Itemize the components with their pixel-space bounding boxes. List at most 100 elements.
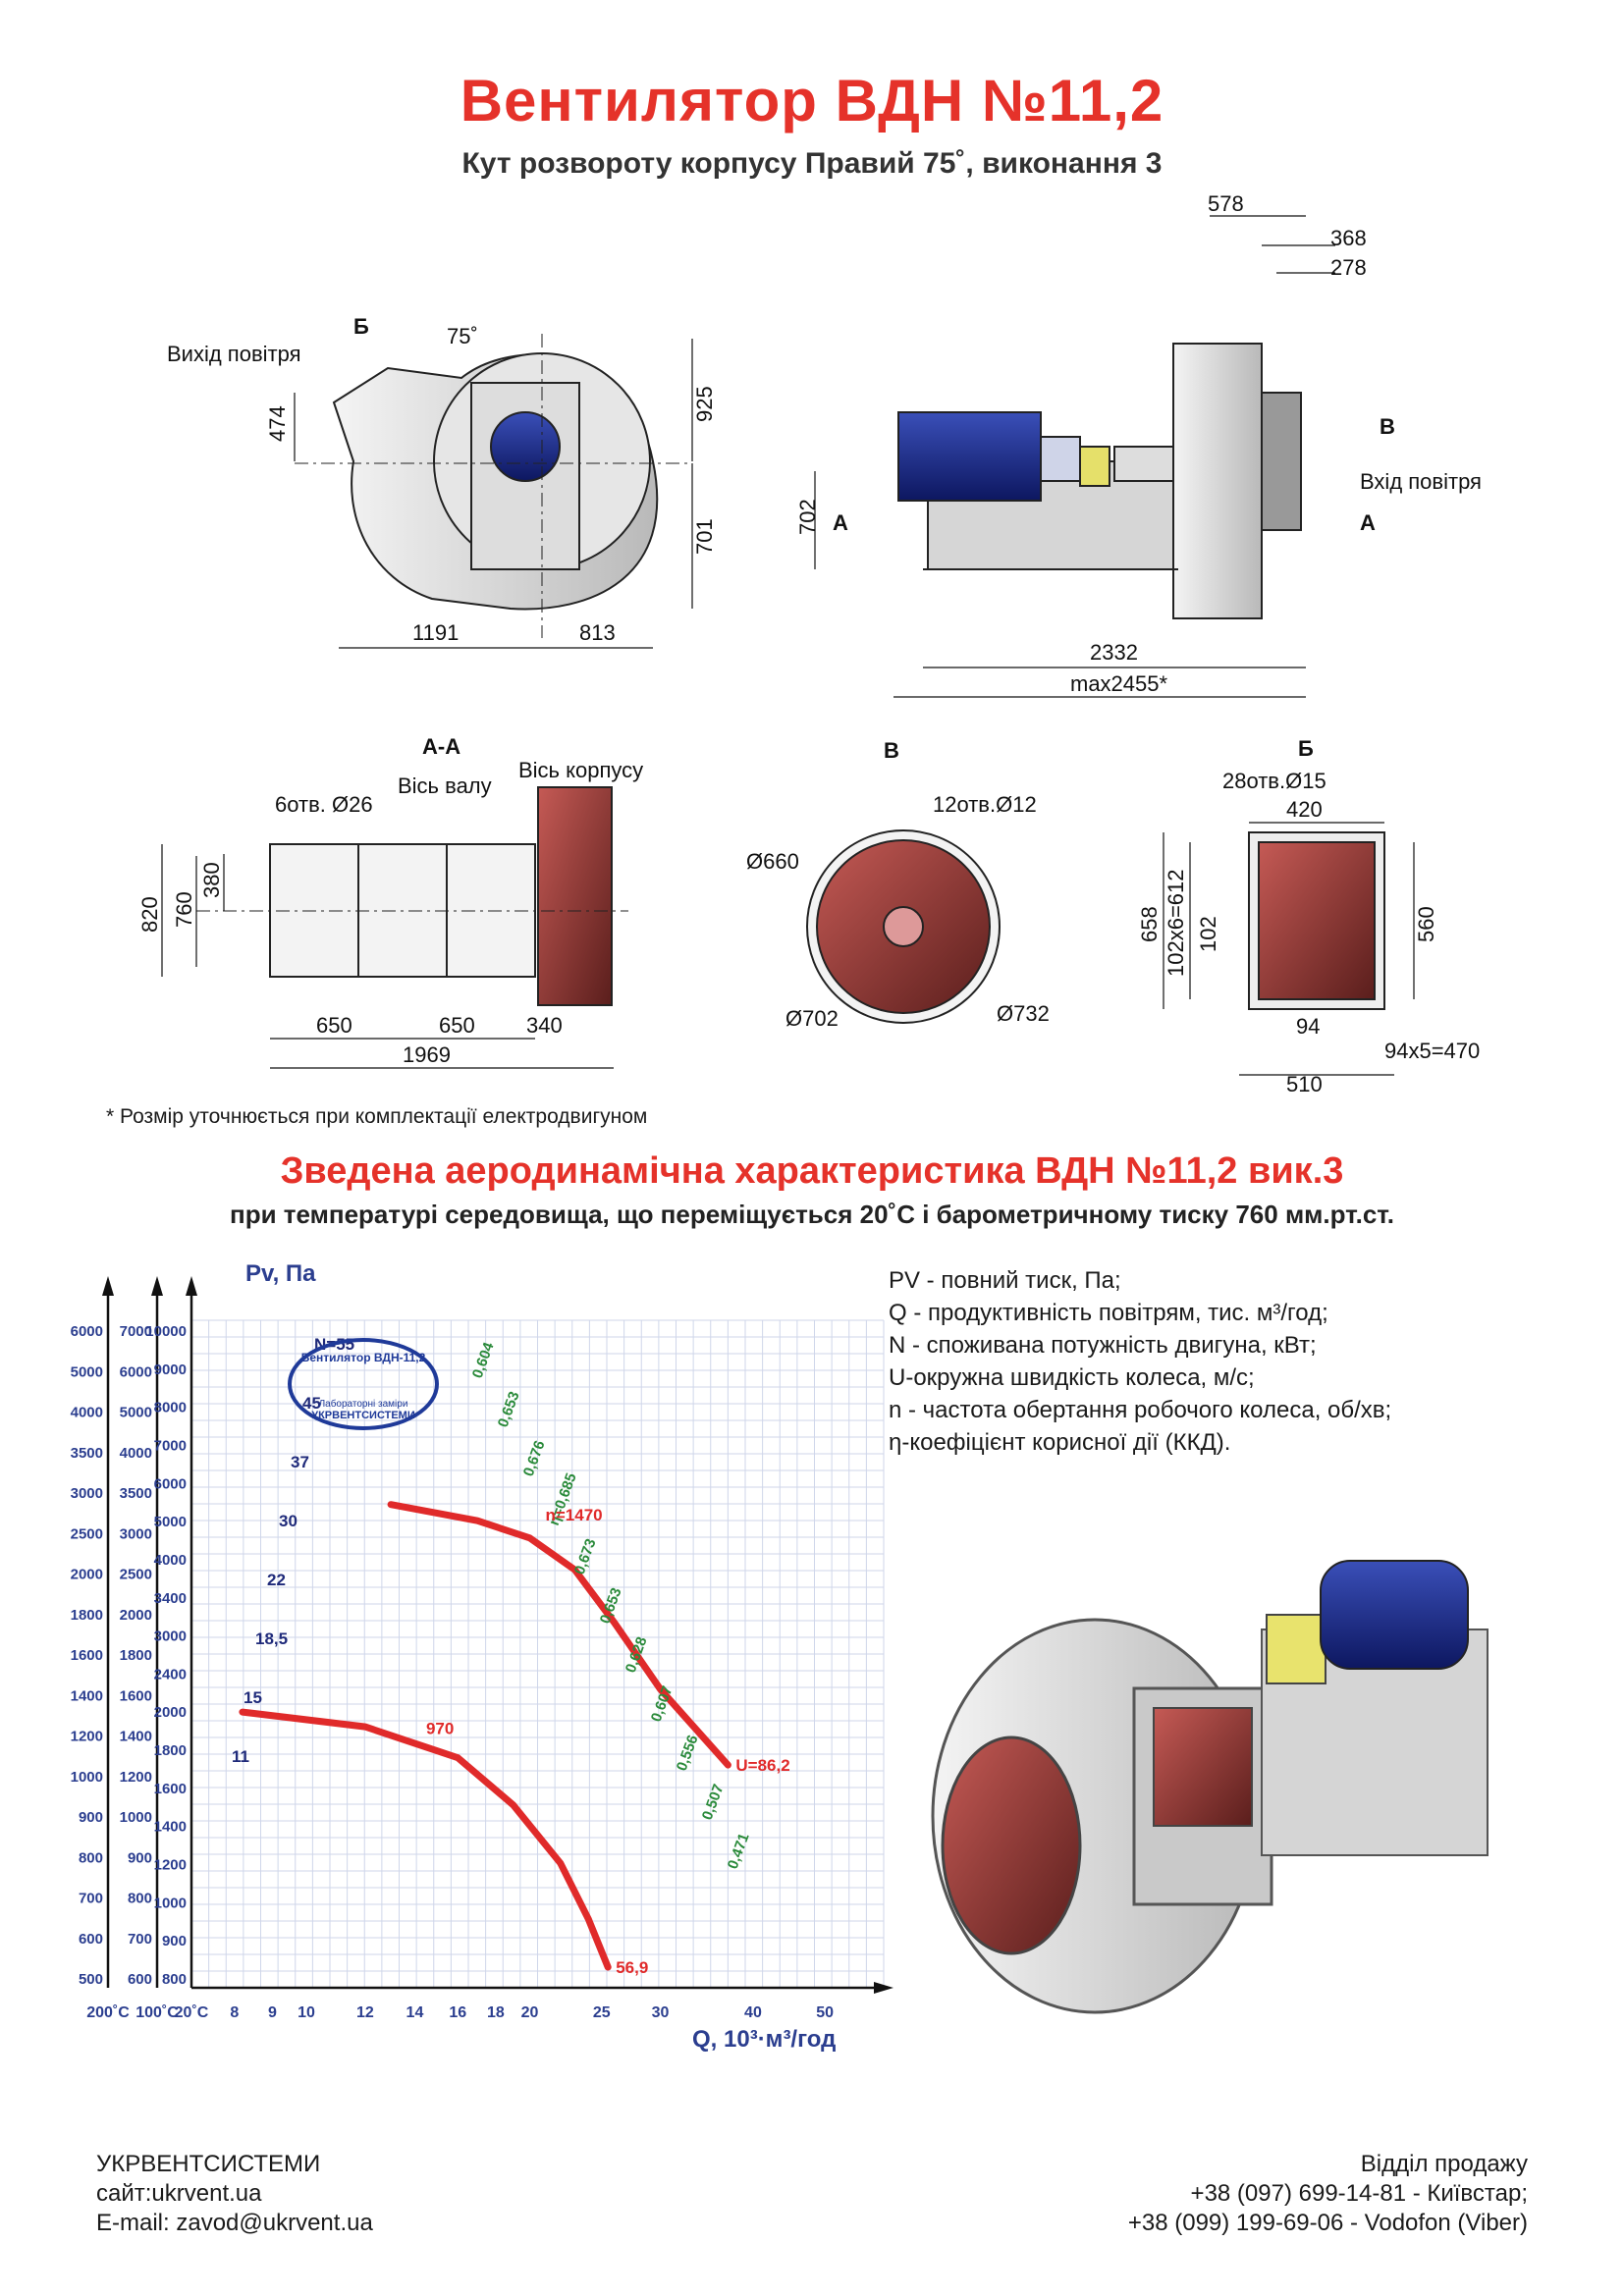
footnote: * Розмір уточнюється при комплектації ел… xyxy=(106,1105,648,1128)
dim-340: 340 xyxy=(526,1013,563,1038)
x-tick-label: 16 xyxy=(449,2004,466,2021)
y-tick-label: 500 xyxy=(79,1971,103,1988)
inlet-label: Вхід повітря xyxy=(1360,469,1482,494)
x-tick-label: 25 xyxy=(593,2004,611,2021)
y-axis-arrow xyxy=(151,1276,163,1296)
y-tick-label: 1800 xyxy=(71,1607,103,1624)
chart-logo: Вентилятор ВДН-11,2 Лабораторні заміри У… xyxy=(288,1338,439,1430)
y-tick-label: 2000 xyxy=(71,1567,103,1583)
shaft-axis-label: Вісь валу xyxy=(398,774,492,798)
legend-item: N - споживана потужність двигуна, кВт; xyxy=(889,1332,1317,1359)
dim-1969: 1969 xyxy=(403,1042,451,1067)
y-tick-label: 1000 xyxy=(71,1769,103,1786)
dim-d660: Ø660 xyxy=(746,849,799,874)
front-view-dims xyxy=(814,215,1335,698)
y-tick-label: 4000 xyxy=(120,1445,152,1462)
x-tick-label: 50 xyxy=(816,2004,834,2021)
chart-ylabel: Pv, Па xyxy=(245,1260,316,1287)
dim-510: 510 xyxy=(1286,1072,1323,1096)
y-tick-label: 6000 xyxy=(71,1323,103,1340)
y-tick-label: 1600 xyxy=(120,1687,152,1704)
dim-d702: Ø702 xyxy=(785,1006,839,1031)
efficiency-label: 0,556 xyxy=(674,1733,702,1773)
dim-650-a: 650 xyxy=(316,1013,352,1038)
power-label: 11 xyxy=(232,1747,249,1766)
y-tick-label: 6000 xyxy=(120,1363,152,1380)
legend-item: η-коефіцієнт корисної дії (ККД). xyxy=(889,1429,1231,1456)
section-a-marker-right: А xyxy=(1360,510,1376,535)
chart-series xyxy=(239,1501,731,1971)
dim-max2455: max2455* xyxy=(1070,671,1168,696)
phone-2[interactable]: +38 (099) 199-69-06 - Vodofon (Viber) xyxy=(1127,2210,1528,2236)
speed-label: n=1470 xyxy=(546,1506,603,1524)
section-aa-holes: 6отв. Ø26 xyxy=(275,792,373,817)
dim-813: 813 xyxy=(579,620,616,645)
y-tick-label: 2000 xyxy=(120,1607,152,1624)
dim-278: 278 xyxy=(1330,255,1367,280)
dim-578: 578 xyxy=(1208,191,1244,216)
section-b xyxy=(1248,831,1385,1010)
dim-380: 380 xyxy=(199,862,224,898)
dim-102x6: 102x6=612 xyxy=(1164,870,1188,978)
y-tick-label: 3000 xyxy=(120,1525,152,1542)
motor-body xyxy=(1320,1560,1469,1670)
side-view-dims xyxy=(294,339,693,649)
y-tick-label: 2500 xyxy=(120,1567,152,1583)
y-tick-label: 9000 xyxy=(154,1362,187,1378)
outlet-label: Вихід повітря xyxy=(167,342,301,366)
y-tick-label: 900 xyxy=(162,1933,187,1949)
y-tick-label: 6000 xyxy=(154,1475,187,1492)
y-tick-label: 3000 xyxy=(154,1629,187,1645)
chart-xlabel: Q, 10³·м³/год xyxy=(692,2026,836,2053)
dim-d732: Ø732 xyxy=(997,1001,1050,1026)
company-name: УКРВЕНТСИСТЕМИ xyxy=(96,2151,321,2177)
y-tick-label: 1200 xyxy=(154,1857,187,1874)
y-tick-label: 1200 xyxy=(120,1769,152,1786)
y-tick-label: 900 xyxy=(79,1809,103,1826)
y-axis-arrow xyxy=(186,1276,197,1296)
page-title: Вентилятор ВДН №11,2 xyxy=(460,68,1164,133)
dim-760: 760 xyxy=(172,891,196,928)
technical-drawings: Вихід повітря Б 75˚ 474 925 701 1191 813… xyxy=(137,191,1482,1096)
y-tick-label: 800 xyxy=(79,1849,103,1866)
email-link[interactable]: E-mail: zavod@ukrvent.ua xyxy=(96,2210,373,2236)
dim-701: 701 xyxy=(692,518,717,555)
site-link[interactable]: сайт:ukrvent.ua xyxy=(96,2180,262,2207)
y-tick-label: 1000 xyxy=(154,1895,187,1911)
y-tick-label: 4000 xyxy=(71,1405,103,1421)
y-tick-label: 1000 xyxy=(120,1809,152,1826)
speed-curve xyxy=(387,1501,731,1769)
y-tick-label: 600 xyxy=(79,1931,103,1948)
chart-heading: Зведена аеродинамічна характеристика ВДН… xyxy=(280,1150,1344,1192)
x-tick-label: 40 xyxy=(744,2004,762,2021)
chart-grid xyxy=(190,1319,885,1989)
power-label: 45 xyxy=(302,1394,321,1413)
y-tick-label: 600 xyxy=(128,1971,152,1988)
logo-line1: Вентилятор ВДН-11,2 xyxy=(301,1351,426,1364)
phone-1[interactable]: +38 (097) 699-14-81 - Київстар; xyxy=(1190,2180,1528,2207)
efficiency-label: 0,604 xyxy=(469,1340,498,1381)
dim-658: 658 xyxy=(1137,906,1162,942)
power-label: 22 xyxy=(267,1571,286,1589)
x-tick-label: 30 xyxy=(652,2004,670,2021)
y-tick-label: 3500 xyxy=(71,1445,103,1462)
sales-label: Відділ продажу xyxy=(1360,2151,1528,2177)
footer-left: УКРВЕНТСИСТЕМИ сайт:ukrvent.ua E-mail: z… xyxy=(96,2150,373,2238)
y-tick-label: 1400 xyxy=(154,1819,187,1836)
efficiency-label: 0,653 xyxy=(495,1389,523,1429)
power-label: 37 xyxy=(291,1453,309,1471)
y-tick-label: 1600 xyxy=(154,1781,187,1797)
section-b-dims xyxy=(1163,822,1415,1076)
y-tick-label: 2500 xyxy=(71,1525,103,1542)
y-tick-label: 1200 xyxy=(71,1729,103,1745)
dim-650-b: 650 xyxy=(439,1013,475,1038)
dim-2332: 2332 xyxy=(1090,640,1138,665)
dim-560: 560 xyxy=(1414,906,1438,942)
y-tick-label: 1400 xyxy=(71,1687,103,1704)
y-tick-label: 1800 xyxy=(120,1647,152,1664)
chart-subheading: при температурі середовища, що переміщує… xyxy=(230,1200,1394,1229)
logo-ellipse xyxy=(288,1338,439,1430)
dim-94x5: 94x5=470 xyxy=(1384,1039,1480,1063)
y-tick-label: 800 xyxy=(128,1891,152,1907)
dim-925: 925 xyxy=(692,386,717,422)
